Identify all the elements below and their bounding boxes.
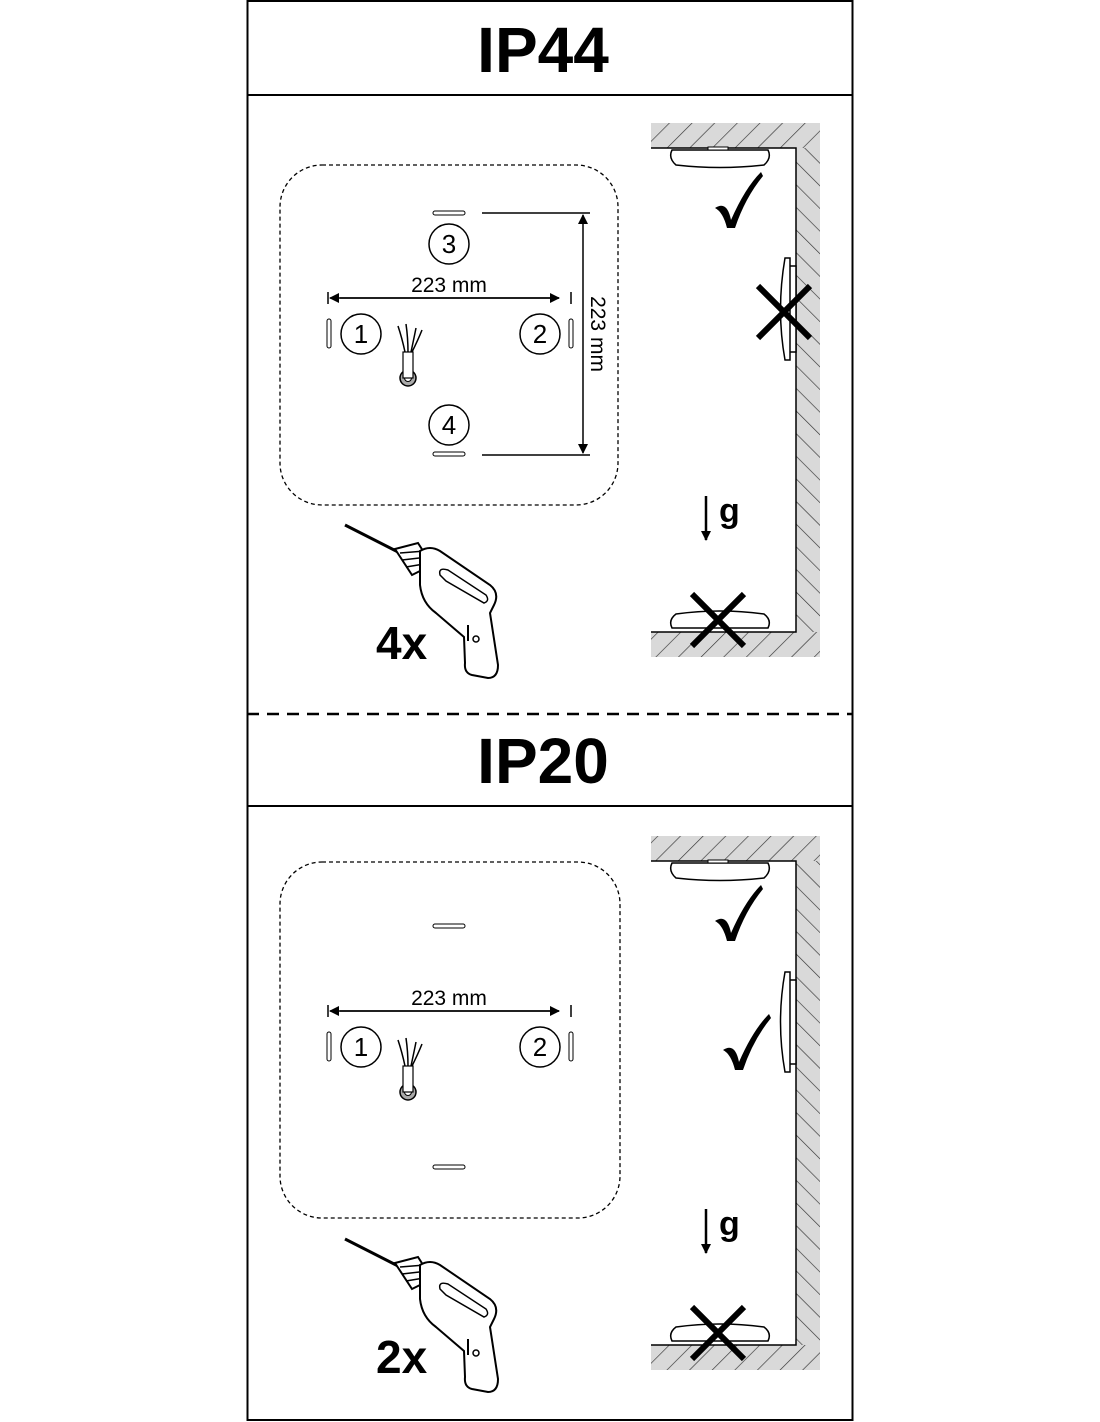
hole-marker: 4 <box>428 404 470 446</box>
section-title: IP20 <box>477 725 609 797</box>
cable-icon <box>397 1037 423 1101</box>
ceiling-lamp <box>669 146 771 169</box>
dimension-horizontal: 223 mm <box>327 987 572 1017</box>
wall-lamp <box>779 971 797 1073</box>
mounting-slot <box>432 923 466 929</box>
cable-icon <box>397 323 423 387</box>
mounting-orientation: g <box>651 123 820 657</box>
mounting-slot <box>432 1164 466 1170</box>
hole-marker: 1 <box>340 313 382 355</box>
check-icon <box>723 1014 771 1070</box>
hole-number: 2 <box>533 1032 547 1062</box>
wall-hatch <box>796 148 820 632</box>
hole-number: 1 <box>354 1032 368 1062</box>
mounting-template-outline <box>279 164 619 506</box>
mounting-slot <box>432 451 466 457</box>
hole-marker: 1 <box>340 1026 382 1068</box>
mounting-slot <box>326 1031 332 1062</box>
mounting-orientation: g <box>651 836 820 1370</box>
drill-count: 2x <box>376 1331 428 1383</box>
check-icon <box>715 885 763 941</box>
mounting-slot <box>568 1031 574 1062</box>
mounting-slot <box>326 318 332 349</box>
mounting-slot <box>432 210 466 216</box>
mounting-template-outline <box>279 861 621 1219</box>
dimension-label: 223 mm <box>411 274 487 297</box>
ceiling-hatch <box>651 123 820 148</box>
section-ip20: IP20 1 2 223 mm 2x g <box>279 725 820 1394</box>
frame <box>246 0 854 1421</box>
hole-marker: 2 <box>519 313 561 355</box>
hole-number: 3 <box>442 229 456 259</box>
section-title: IP44 <box>477 14 609 86</box>
mounting-slot <box>568 318 574 349</box>
gravity-label: g <box>719 1205 740 1243</box>
drill-count: 4x <box>376 617 428 669</box>
dimension-horizontal: 223 mm <box>327 274 572 304</box>
gravity-label: g <box>719 492 740 530</box>
dimension-label: 223 mm <box>411 987 487 1010</box>
hole-marker: 2 <box>519 1026 561 1068</box>
hole-number: 1 <box>354 319 368 349</box>
dimension-label: 223 mm <box>586 296 609 372</box>
hole-number: 2 <box>533 319 547 349</box>
dimension-vertical: 223 mm <box>482 212 609 456</box>
section-ip44: IP44 1 2 3 4 223 mm 223 mm 4x <box>279 14 820 680</box>
hole-number: 4 <box>442 410 456 440</box>
wall-hatch <box>796 861 820 1345</box>
ceiling-hatch <box>651 836 820 861</box>
check-icon <box>715 172 763 228</box>
ceiling-lamp <box>669 859 771 882</box>
hole-marker: 3 <box>428 223 470 265</box>
